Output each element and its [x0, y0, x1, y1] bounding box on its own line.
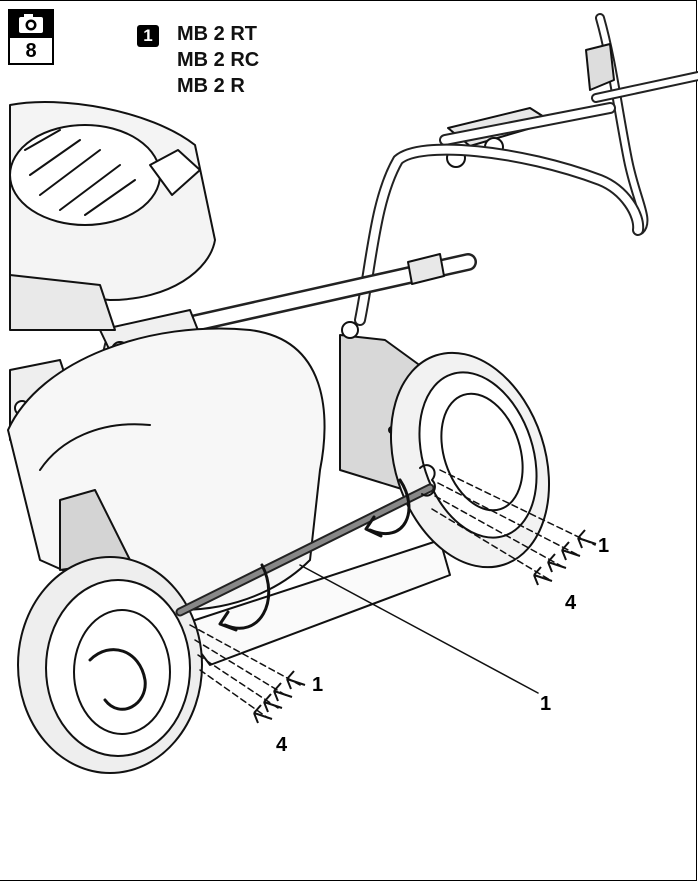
axle-leader-line: [299, 564, 539, 694]
callout-right-top: 1: [598, 535, 610, 557]
callout-front-top: 1: [312, 674, 324, 696]
camera-icon: [10, 11, 52, 38]
callout-right-bottom: 4: [565, 592, 577, 614]
axle-rod: [175, 464, 436, 617]
model-badge: 1: [137, 25, 159, 47]
model-name: MB 2 R: [177, 75, 245, 97]
figure-badge: 8: [8, 9, 54, 65]
insert-arrows: [253, 529, 597, 724]
upper-handle: [439, 13, 698, 235]
guide-lines-right: [431, 469, 596, 581]
callout-axle: 1: [540, 693, 552, 715]
rotation-arrows: [218, 478, 411, 632]
model-name: MB 2 RT: [177, 23, 257, 45]
rear-wheel: [389, 351, 551, 569]
model-name: MB 2 RC: [177, 49, 260, 71]
front-wheel: [17, 556, 203, 774]
callout-front-bottom: 4: [276, 734, 288, 756]
figure-number: 8: [25, 40, 37, 62]
